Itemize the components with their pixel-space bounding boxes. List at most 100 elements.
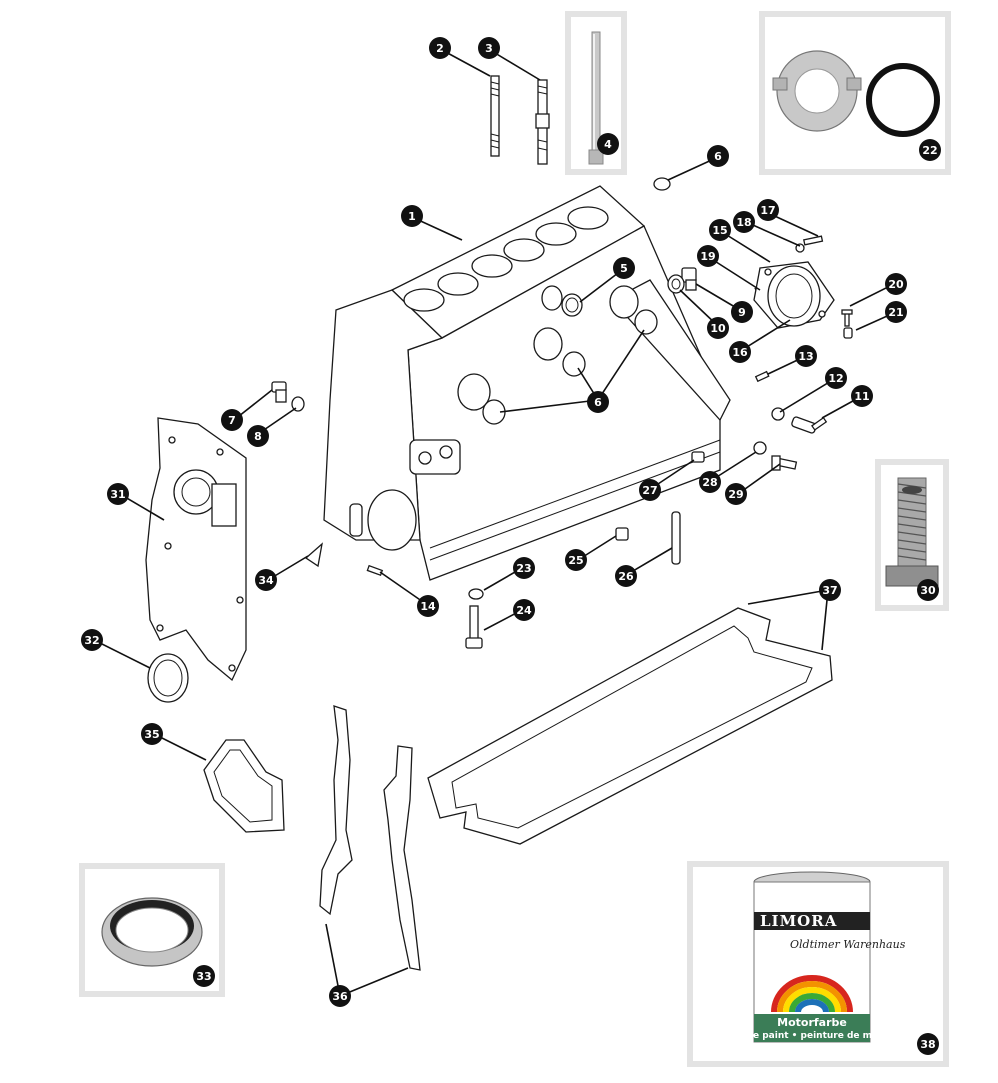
- svg-text:33: 33: [196, 970, 211, 983]
- svg-text:35: 35: [144, 728, 159, 741]
- core-plug-part-5: [561, 293, 583, 317]
- callout-20: 20: [885, 273, 907, 295]
- frame-part-22: [759, 11, 951, 175]
- washer-part-28: [753, 441, 767, 455]
- callout-12: 12: [825, 367, 847, 389]
- callout-34: 34: [255, 569, 277, 591]
- callout-7: 7: [221, 409, 243, 431]
- can-label-line1: Motorfarbe: [777, 1016, 847, 1029]
- can-label-line2: engine paint • peinture de moteur: [725, 1031, 900, 1041]
- callout-32: 32: [81, 629, 103, 651]
- svg-text:6: 6: [594, 396, 602, 409]
- svg-text:13: 13: [798, 350, 813, 363]
- rainbow-logo: [771, 975, 853, 1013]
- can-subtitle: Oldtimer Warenhaus: [790, 938, 906, 951]
- bolt-part-17: [803, 235, 824, 246]
- plug-part-9: [681, 267, 697, 291]
- svg-text:4: 4: [604, 138, 612, 151]
- callout-13: 13: [795, 345, 817, 367]
- frame-part-38: LIMORA Oldtimer Warenhaus Motorfarbe eng…: [687, 861, 949, 1067]
- svg-text:5: 5: [620, 262, 628, 275]
- svg-text:1: 1: [408, 210, 416, 223]
- svg-text:38: 38: [920, 1038, 935, 1051]
- callout-31: 31: [107, 483, 129, 505]
- svg-text:12: 12: [828, 372, 843, 385]
- callout-30: 30: [917, 579, 939, 601]
- svg-text:8: 8: [254, 430, 262, 443]
- callout-15: 15: [709, 219, 731, 241]
- frame-part-4: [565, 11, 627, 175]
- callout-11: 11: [851, 385, 873, 407]
- callout-35: 35: [141, 723, 163, 745]
- callout-22: 22: [919, 139, 941, 161]
- stud-part-3: [535, 79, 550, 165]
- callout-9: 9: [731, 301, 753, 323]
- svg-text:29: 29: [728, 488, 743, 501]
- gasket-strip-part-36-left: [319, 705, 353, 916]
- callout-36: 36: [329, 985, 351, 1007]
- svg-text:37: 37: [822, 584, 837, 597]
- sleeve-part-21: [843, 327, 853, 339]
- svg-text:11: 11: [854, 390, 869, 403]
- svg-text:27: 27: [642, 484, 657, 497]
- svg-text:3: 3: [485, 42, 493, 55]
- svg-text:31: 31: [110, 488, 125, 501]
- tube-part-26: [671, 511, 681, 565]
- washer-part-8: [291, 396, 305, 412]
- svg-text:7: 7: [228, 414, 236, 427]
- fitting-part-27: [691, 451, 705, 463]
- svg-text:6: 6: [714, 150, 722, 163]
- callout-24: 24: [513, 599, 535, 621]
- svg-text:28: 28: [702, 476, 717, 489]
- can-brand: LIMORA: [760, 912, 837, 930]
- stud-part-2: [490, 75, 500, 157]
- callout-10: 10: [707, 317, 729, 339]
- callout-6-mid: 6: [587, 391, 609, 413]
- svg-text:2: 2: [436, 42, 444, 55]
- callout-2: 2: [429, 37, 451, 59]
- svg-text:23: 23: [516, 562, 531, 575]
- callout-5: 5: [613, 257, 635, 279]
- seal-ring-part-32: [147, 653, 189, 703]
- svg-text:17: 17: [760, 204, 775, 217]
- callout-28: 28: [699, 471, 721, 493]
- callout-3: 3: [478, 37, 500, 59]
- washer-part-10: [667, 274, 685, 294]
- svg-text:10: 10: [710, 322, 726, 335]
- svg-text:20: 20: [888, 278, 904, 291]
- svg-text:9: 9: [738, 306, 746, 319]
- pin-part-13: [754, 370, 770, 383]
- svg-text:26: 26: [618, 570, 634, 583]
- sump-gasket-part-37: [427, 607, 833, 845]
- front-plate-part-31: [145, 417, 247, 682]
- callout-8: 8: [247, 425, 269, 447]
- pin-part-14: [366, 564, 384, 577]
- screw-part-20: [841, 309, 853, 327]
- callout-21: 21: [885, 301, 907, 323]
- svg-text:36: 36: [332, 990, 348, 1003]
- drain-tap-part-11: [791, 416, 828, 434]
- svg-text:19: 19: [700, 250, 715, 263]
- callout-26: 26: [615, 565, 637, 587]
- callout-29: 29: [725, 483, 747, 505]
- callout-19: 19: [697, 245, 719, 267]
- callout-6-top: 6: [707, 145, 729, 167]
- engine-block-part-1: [323, 185, 731, 581]
- callout-4: 4: [597, 133, 619, 155]
- svg-text:25: 25: [568, 554, 583, 567]
- svg-text:32: 32: [84, 634, 99, 647]
- svg-text:18: 18: [736, 216, 751, 229]
- svg-text:24: 24: [516, 604, 532, 617]
- svg-text:22: 22: [922, 144, 937, 157]
- gasket-strip-part-36-right: [383, 745, 421, 971]
- svg-text:15: 15: [712, 224, 727, 237]
- svg-text:16: 16: [732, 346, 748, 359]
- washer-part-23: [468, 588, 484, 600]
- seal-part-34: [304, 542, 323, 568]
- callout-1: 1: [401, 205, 423, 227]
- callout-38: 38: [917, 1033, 939, 1055]
- svg-text:21: 21: [888, 306, 903, 319]
- svg-text:14: 14: [420, 600, 436, 613]
- callout-23: 23: [513, 557, 535, 579]
